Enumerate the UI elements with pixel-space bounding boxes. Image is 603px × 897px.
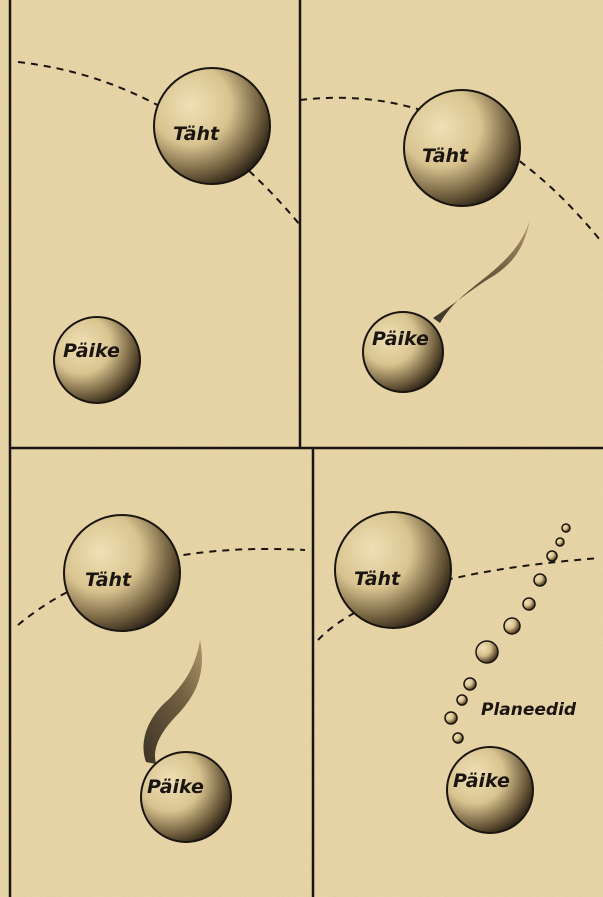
planet [547,551,557,561]
planet [534,574,546,586]
planet [464,678,476,690]
sun-label: Päike [372,328,429,350]
sun-label: Päike [453,770,510,792]
planet [457,695,467,705]
star-label: Täht [422,145,469,167]
planet [523,598,535,610]
star-label: Täht [354,568,401,590]
sun-label: Päike [147,776,204,798]
planet [556,538,564,546]
planet [453,733,463,743]
planets-label: Planeedid [481,700,577,720]
planet [476,641,498,663]
planet [504,618,520,634]
planet [445,712,457,724]
star-label: Täht [85,569,132,591]
star-label: Täht [173,123,220,145]
sun-label: Päike [63,340,120,362]
planet [562,524,570,532]
sun-circle [363,312,443,392]
